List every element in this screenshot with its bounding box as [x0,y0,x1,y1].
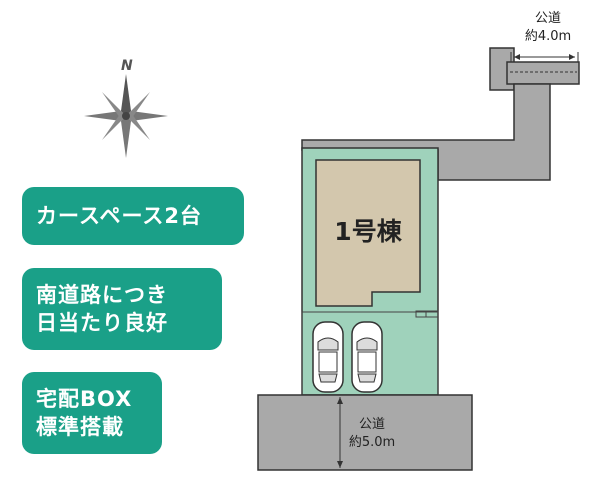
feature-badge-line: カースペース2台 [36,204,203,228]
north-road-width: 約4.0m [525,29,571,44]
feature-badge-line: 標準搭載 [36,415,124,439]
entry-step [415,310,439,318]
compass-needle-ne [126,92,150,118]
feature-badge-sunlight: 南道路につき 日当たり良好 [22,268,222,350]
south-road [257,394,473,471]
compass-needle-north [121,74,131,116]
compass-needle-east [126,111,168,121]
compass-needle-nw [102,92,126,118]
feature-badge-line: 日当たり良好 [36,311,168,335]
south-road-width: 約5.0m [349,435,395,450]
feature-badge-line: 南道路につき [36,283,168,307]
compass-needle-south [121,116,131,158]
building-footprint [315,159,421,307]
feature-badge-parking: カースペース2台 [22,187,244,245]
north-label: N [121,58,133,74]
compass-needle-sw [102,114,126,140]
north-road-body [506,61,580,85]
north-compass-icon: N [84,58,168,158]
compass-needle-se [126,114,150,140]
feature-badge-line: 宅配BOX [36,387,133,411]
compass-needle-west [84,111,126,121]
car-icon [312,321,344,393]
car-icon [351,321,383,393]
north-road-name: 公道 [535,11,561,26]
feature-badge-delivery-box: 宅配BOX 標準搭載 [22,372,162,454]
building-label: 1号棟 [334,217,402,246]
south-road-name: 公道 [359,417,385,432]
